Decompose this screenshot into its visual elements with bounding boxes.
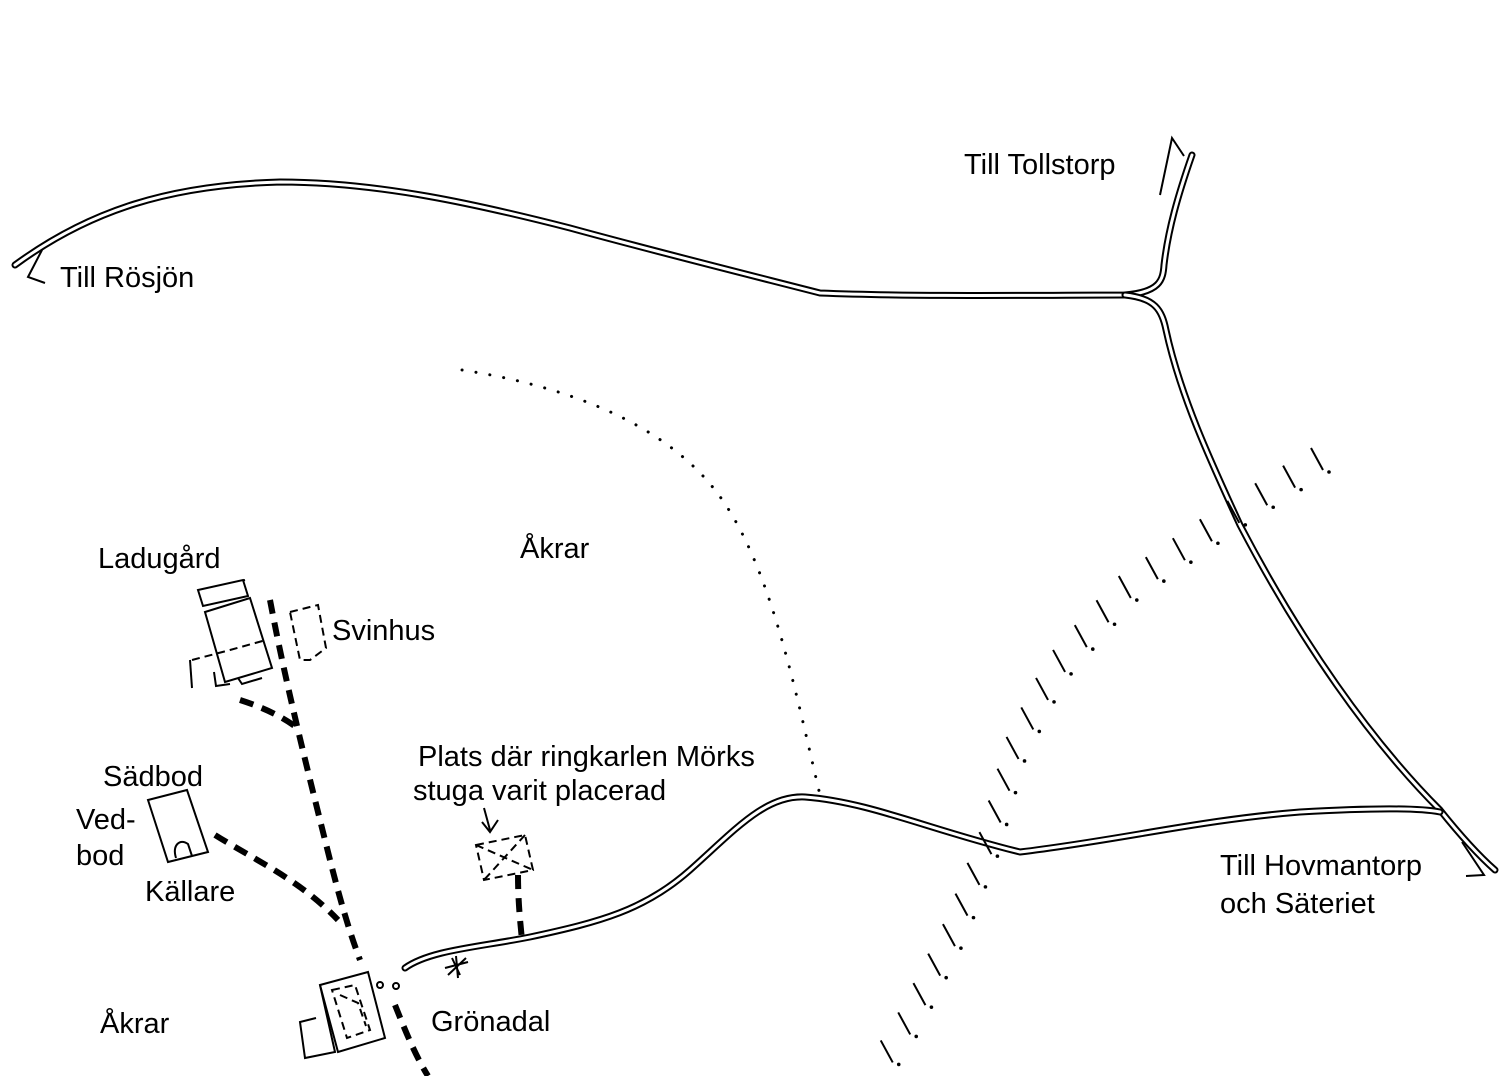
slope-hatch-tick [1282,465,1296,489]
slope-hatch-tick [1171,537,1186,561]
slope-hatch-dot [1004,822,1009,827]
slope-hatch-tick [879,1039,894,1063]
slope-hatch-dot [1243,523,1248,527]
slope-hatch-tick [1117,575,1132,599]
slope-hatch-dot [1013,790,1018,795]
slope-hatch-tick [1073,624,1088,648]
slope-hatch-tick [927,953,942,977]
road-north [11,151,1196,299]
building-svinhus [288,603,328,661]
slope-hatch-dot [959,946,963,950]
label-akrar-south: Åkrar [100,1007,170,1040]
building-ladugard [189,578,274,689]
slope-hatch-tick [996,768,1011,792]
road-south [401,793,1444,972]
label-ladugard: Ladugård [98,543,221,575]
slope-hatch-tick [897,1011,912,1035]
slope-hatch-tick [1005,736,1020,760]
slope-hatch-tick [1144,556,1159,580]
slope-hatch-dot [995,854,1000,858]
slope-hatch-dot [1090,647,1095,651]
slope-hatch-dot [1112,622,1117,627]
slope-hatch-dot [896,1062,901,1067]
slope-hatch-tick [1199,518,1213,542]
slope-hatch-tick [1035,677,1049,701]
slope-hatch-dot [1162,579,1166,583]
slope-hatch-dot [1299,487,1303,492]
slope-hatch-tick [942,923,956,947]
arrow-tollstorp-icon [1159,135,1185,196]
label-kallare: Källare [145,876,235,908]
field-boundary-dotted [460,368,822,797]
slope-hatch-dot [944,975,948,980]
slope-hatch-dot [1069,672,1073,676]
label-till-tollstorp: Till Tollstorp [964,149,1116,181]
slope-hatching [879,447,1331,1067]
slope-hatch-dot [983,885,988,889]
slope-hatch-dot [1327,470,1331,474]
slope-hatch-tick [1226,500,1241,524]
building-gronadal [298,970,400,1060]
slope-hatch-dot [929,1005,934,1009]
label-plats-line2: stuga varit placerad [413,775,666,807]
arrow-hovmantorp-icon [1461,841,1486,877]
slope-hatch-tick [912,982,927,1006]
cottage-site-morks [474,807,535,882]
label-akrar-north: Åkrar [520,532,590,565]
label-till-rosjon: Till Rösjön [60,262,194,294]
slope-hatch-dot [914,1034,919,1039]
slope-hatch-tick [978,831,993,855]
slope-hatch-tick [1052,649,1066,673]
slope-hatch-tick [1095,599,1110,623]
label-plats-line1: Plats där ringkarlen Mörks [418,741,755,773]
arrow-rosjon-icon [26,249,46,284]
slope-hatch-tick [954,893,969,917]
label-gronadal: Grönadal [431,1006,550,1038]
slope-hatch-dot [1052,700,1056,704]
slope-hatch-dot [971,915,976,920]
well-icon [444,955,469,979]
building-sadbod [146,788,210,864]
label-och-sateriet: och Säteriet [1220,888,1375,920]
slope-hatch-dot [1135,598,1139,602]
label-sadbod: Sädbod [103,761,203,793]
label-ved: Ved- [76,804,136,836]
road-east [1121,291,1499,874]
slope-hatch-tick [1310,447,1324,471]
slope-hatch-dot [1022,759,1027,763]
slope-hatch-tick [987,799,1002,823]
label-bod: bod [76,840,124,872]
label-svinhus: Svinhus [332,615,435,647]
slope-hatch-tick [1254,482,1269,506]
slope-hatch-tick [966,862,981,886]
slope-hatch-dot [1271,505,1275,510]
slope-hatch-tick [1020,706,1035,730]
slope-hatch-dot [1189,560,1193,564]
slope-hatch-dot [1216,541,1220,546]
slope-hatch-dot [1037,729,1042,734]
track-ladugard-gronadal [213,599,525,1076]
label-till-hovmantorp: Till Hovmantorp [1220,850,1422,882]
